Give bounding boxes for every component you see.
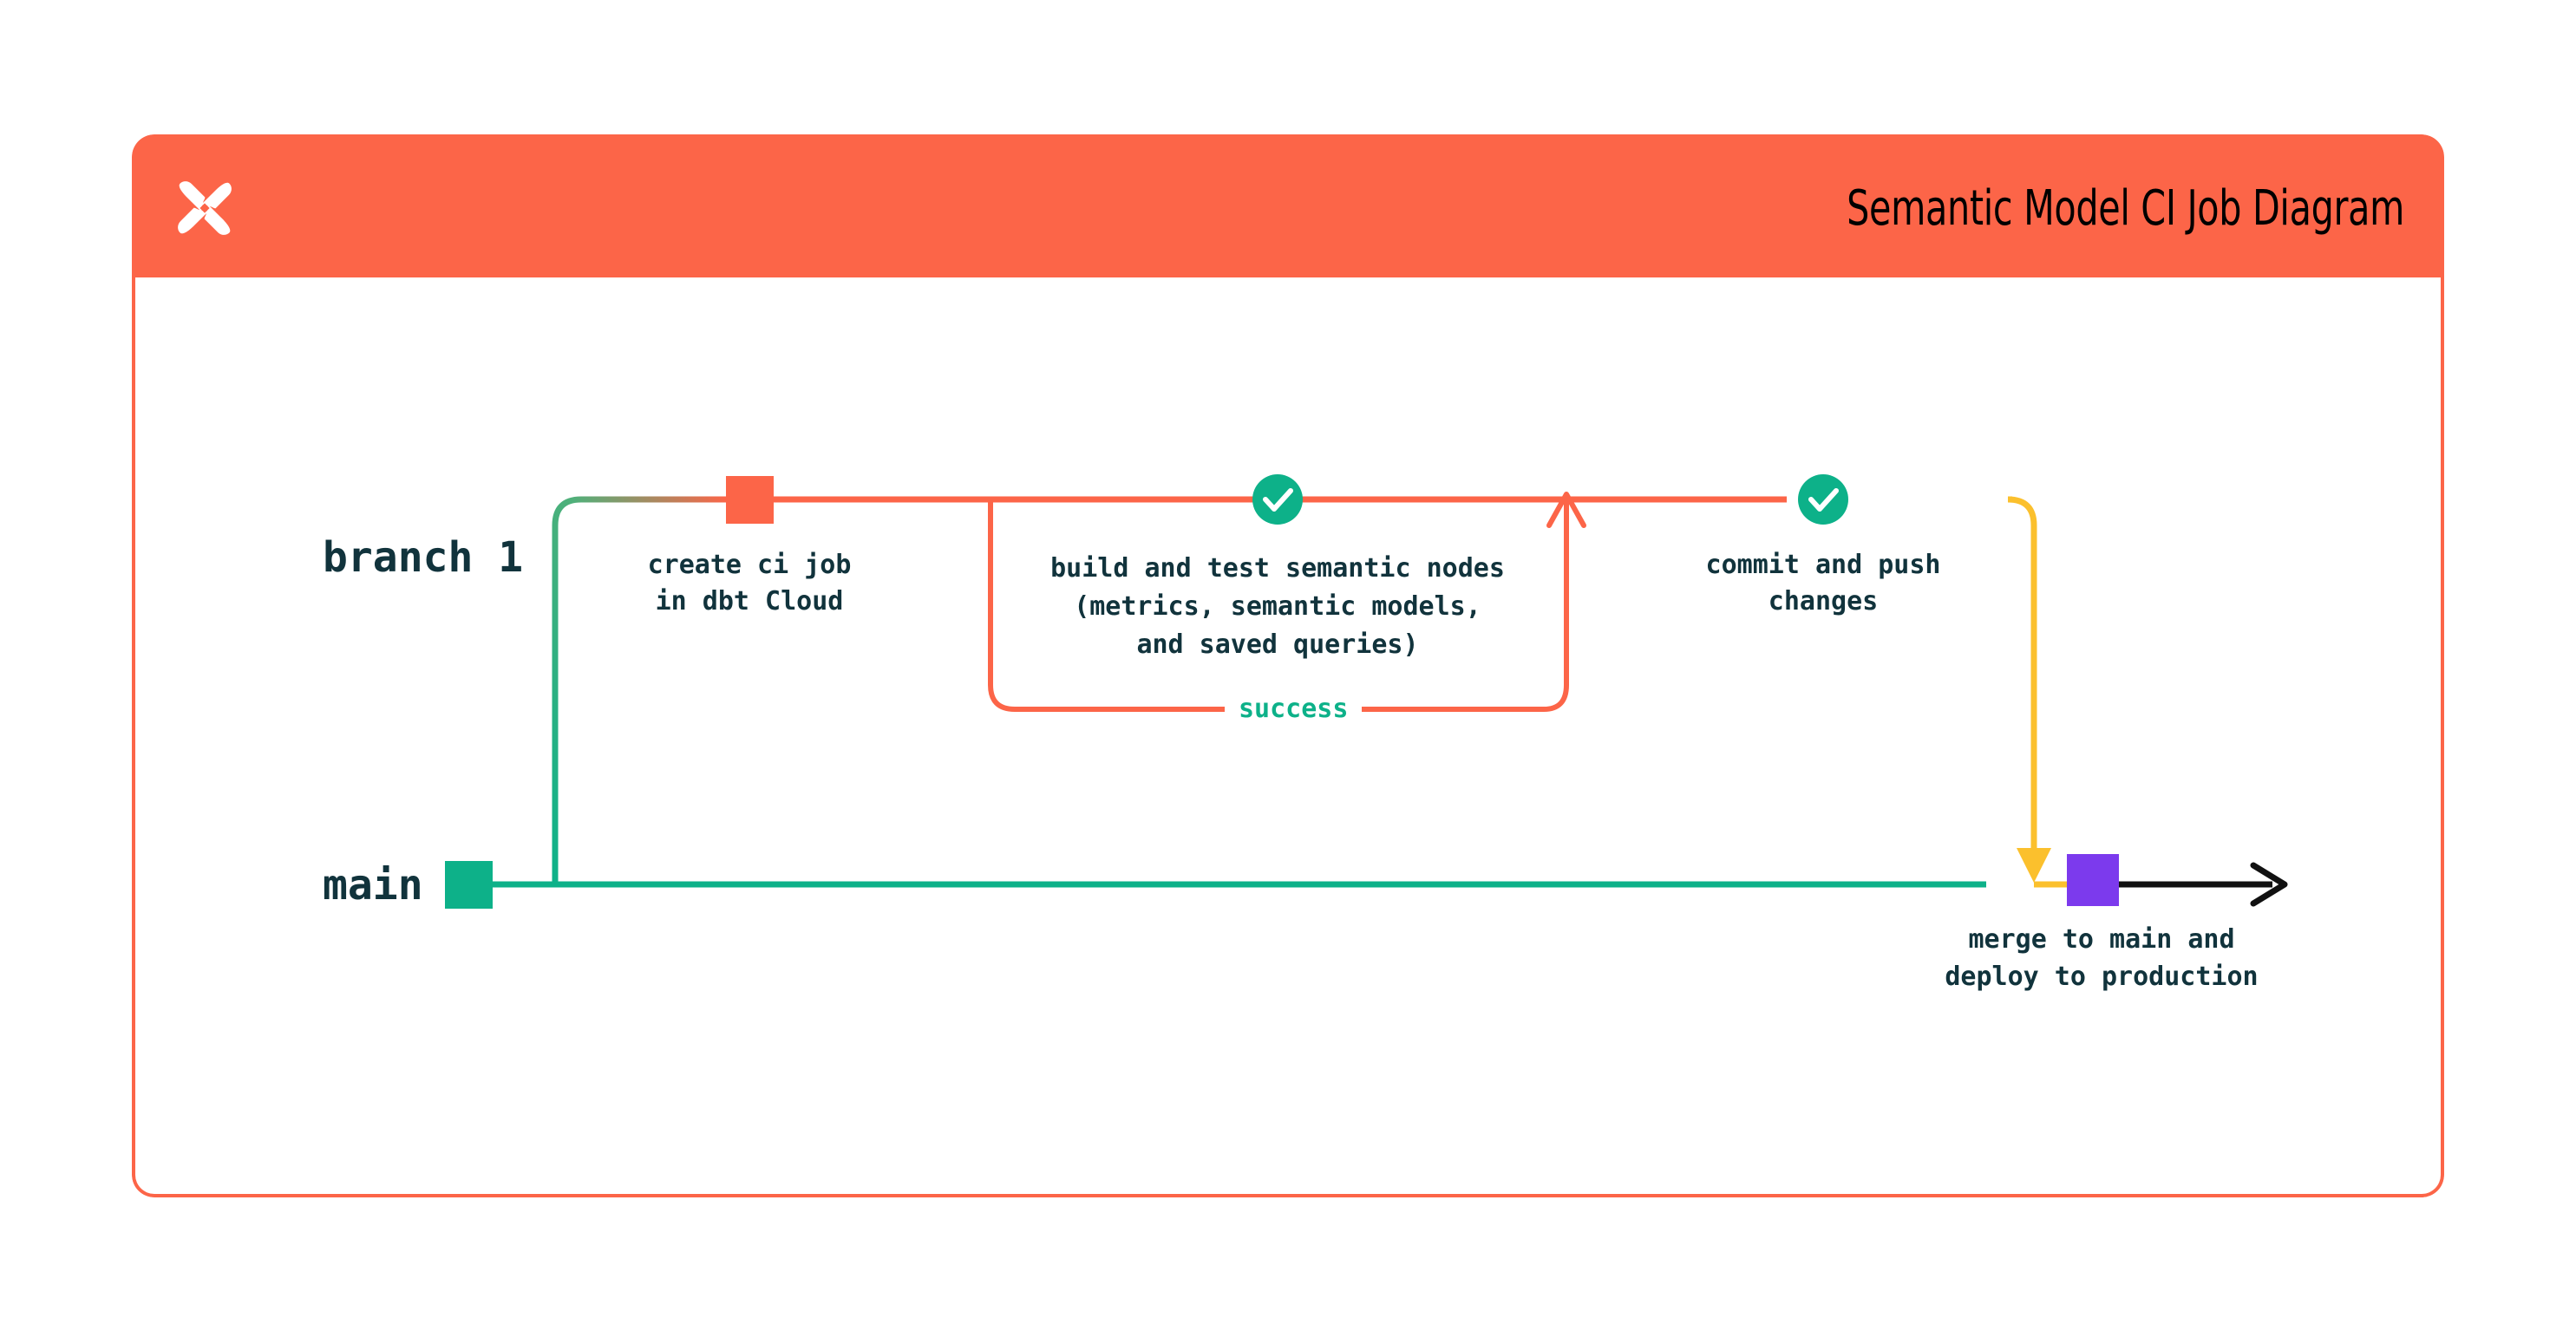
node-label-build-and-test-line3: and saved queries)	[1136, 629, 1419, 660]
card-body	[132, 277, 2444, 1197]
diagram-card: Semantic Model CI Job Diagram	[132, 134, 2444, 1197]
node-label-merge-to-main-line2: deploy to production	[1945, 962, 2259, 992]
node-label-merge-to-main-line1: merge to main and	[1968, 924, 2235, 955]
branch-label-branch-1: branch 1	[323, 533, 524, 582]
node-label-create-ci-job-line1: create ci job	[647, 550, 852, 580]
node-label-build-and-test-line1: build and test semantic nodes	[1050, 553, 1505, 584]
node-label-build-and-test-line2: (metrics, semantic models,	[1074, 591, 1481, 622]
node-label-commit-and-push-line1: commit and push	[1705, 550, 1941, 580]
branch-label-main: main	[323, 861, 423, 910]
page-title: Semantic Model CI Job Diagram	[1847, 179, 2404, 237]
dbt-logo-icon	[178, 181, 232, 235]
card-header: Semantic Model CI Job Diagram	[132, 134, 2444, 282]
node-label-create-ci-job-line2: in dbt Cloud	[655, 586, 844, 616]
node-label-commit-and-push-line2: changes	[1768, 586, 1879, 616]
success-edge-label: success	[1225, 694, 1363, 724]
